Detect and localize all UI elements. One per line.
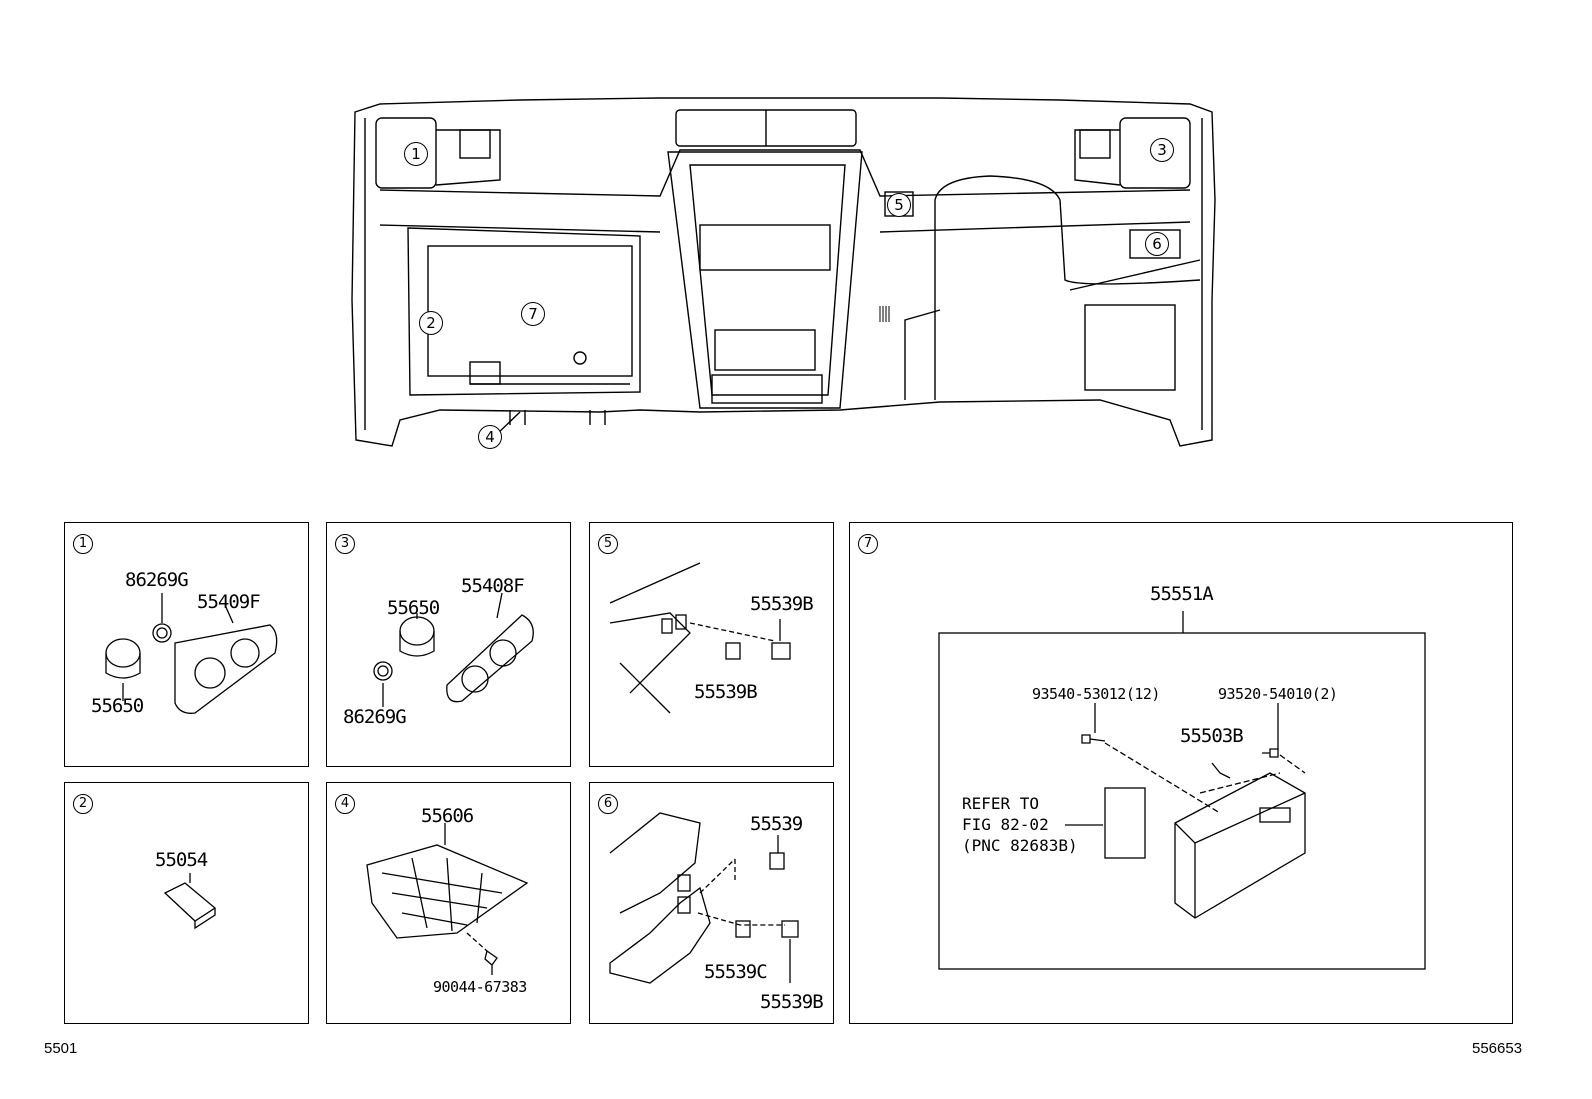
bezel-vent-drawing <box>373 592 534 707</box>
panel-label: 4 <box>335 793 355 814</box>
part-number: 55539B <box>750 593 814 615</box>
panel-label: 5 <box>598 533 618 554</box>
part-number: 55539B <box>760 991 824 1013</box>
bezel-vent-drawing <box>105 593 278 714</box>
callout-2: 2 <box>419 311 443 335</box>
callout-6: 6 <box>1145 232 1169 256</box>
part-number: 55650 <box>387 597 440 619</box>
callout-3: 3 <box>1150 138 1174 162</box>
detail-panel-1: 1 86269G 55409F 55650 <box>64 522 309 767</box>
part-number: 55409F <box>197 591 261 613</box>
switch-hole-cover-drawing <box>609 812 799 984</box>
part-number: 90044-67383 <box>433 978 527 996</box>
callout-5: 5 <box>887 193 911 217</box>
part-number: 86269G <box>343 706 407 728</box>
instrument-panel-overview: 1 2 3 4 5 6 7 <box>0 0 1592 520</box>
clip-drawing <box>163 873 217 930</box>
part-number: 93540-53012(12) <box>1032 685 1160 703</box>
refer-to-note: REFER TO FIG 82-02 (PNC 82683B) <box>962 794 1078 855</box>
callout-7: 7 <box>521 302 545 326</box>
switch-hole-cover-drawing <box>609 562 791 714</box>
detail-panel-3: 3 55650 55408F 86269G <box>326 522 571 767</box>
instrument-panel-drawing <box>351 97 1216 447</box>
part-number: 86269G <box>125 569 189 591</box>
callout-4: 4 <box>478 425 502 449</box>
part-number: 55539C <box>704 961 768 983</box>
detail-panel-6: 6 55539 55539C 55539B <box>589 782 834 1024</box>
panel-label: 2 <box>73 793 93 814</box>
part-number: 55606 <box>421 805 474 827</box>
callout-1: 1 <box>404 142 428 166</box>
footer-right-code: 556653 <box>1472 1040 1523 1057</box>
detail-panel-2: 2 55054 <box>64 782 309 1024</box>
part-number: 93520-54010(2) <box>1218 685 1338 703</box>
footer-left-code: 5501 <box>44 1040 78 1057</box>
detail-panel-7: 7 55551A 93540-53012(12) 93520-54010(2) … <box>849 522 1513 1024</box>
part-number: 55054 <box>155 849 208 871</box>
part-number: 55539B <box>694 681 758 703</box>
detail-panel-4: 4 55606 90044-67383 <box>326 782 571 1024</box>
part-number: 55539 <box>750 813 803 835</box>
panel-label: 3 <box>335 533 355 554</box>
part-number-assembly: 55551A <box>1150 583 1214 605</box>
panel-label: 1 <box>73 533 93 554</box>
panel-label: 7 <box>858 533 878 554</box>
part-number: 55408F <box>461 575 525 597</box>
part-number: 55650 <box>91 695 144 717</box>
glove-box-drawing <box>938 611 1426 970</box>
panel-label: 6 <box>598 793 618 814</box>
part-number: 55503B <box>1180 725 1244 747</box>
detail-panel-5: 5 55539B 55539B <box>589 522 834 767</box>
undercover-drawing <box>366 823 529 975</box>
